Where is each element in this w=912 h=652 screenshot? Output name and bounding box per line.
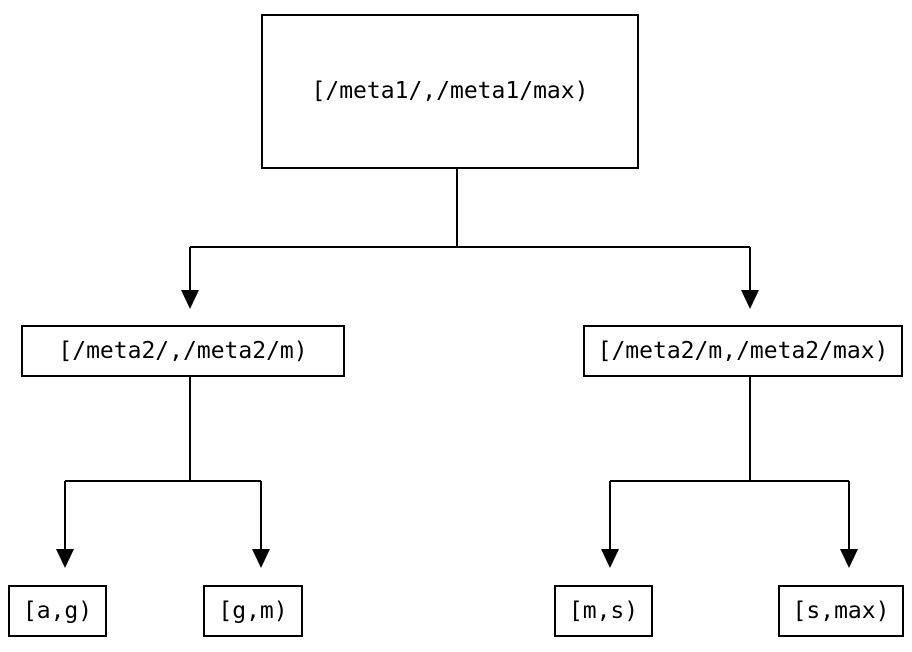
tree-node-root: [/meta1/,/meta1/max) [261,14,639,169]
tree-node-leaf-1: [a,g) [8,585,107,637]
tree-node-leaf-4-label: [s,max) [792,597,890,624]
arrowhead-to-leaf-4 [840,549,858,568]
arrowhead-to-right [741,290,759,309]
tree-node-leaf-3-label: [m,s) [568,597,639,624]
tree-node-leaf-4: [s,max) [778,585,904,637]
tree-node-leaf-2-label: [g,m) [218,597,288,624]
arrowhead-to-left [181,290,199,309]
arrowhead-to-leaf-1 [56,549,74,568]
tree-node-right: [/meta2/m,/meta2/max) [583,325,903,377]
tree-node-left: [/meta2/,/meta2/m) [21,325,345,377]
tree-node-root-label: [/meta1/,/meta1/max) [311,78,589,104]
edge-left-stem [64,377,262,550]
tree-node-right-label: [/meta2/m,/meta2/max) [597,337,889,364]
tree-node-left-label: [/meta2/,/meta2/m) [58,337,308,364]
edge-root-stem [189,169,751,291]
edge-right-stem [609,377,850,550]
tree-node-leaf-2: [g,m) [203,585,303,637]
arrowhead-to-leaf-2 [252,549,270,568]
tree-node-leaf-3: [m,s) [554,585,653,637]
arrowhead-to-leaf-3 [601,549,619,568]
tree-node-leaf-1-label: [a,g) [22,597,93,624]
